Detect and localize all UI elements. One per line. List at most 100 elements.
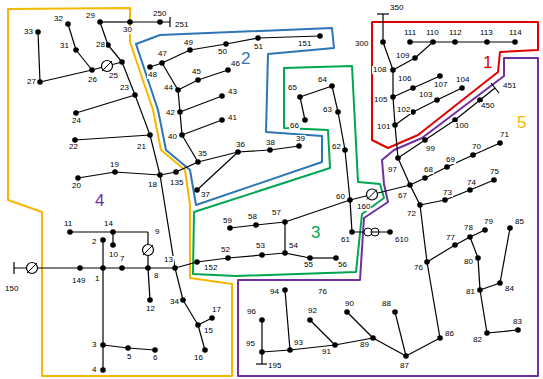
bus-number: 109 bbox=[395, 52, 410, 60]
bus-dot bbox=[417, 202, 423, 208]
bus-number: 103 bbox=[418, 91, 433, 99]
bus-number: 12 bbox=[145, 305, 156, 313]
bus-dot bbox=[147, 297, 153, 303]
bus-dot bbox=[110, 229, 116, 235]
bus-number: 149 bbox=[71, 277, 86, 285]
bus-number: 64 bbox=[317, 76, 328, 84]
bus-dot bbox=[347, 197, 353, 203]
bus-dot bbox=[105, 42, 111, 48]
feeder-line bbox=[420, 200, 445, 205]
feeder-line bbox=[395, 312, 406, 356]
bus-dot bbox=[407, 182, 413, 188]
bus-dot bbox=[344, 309, 350, 315]
bus-dot bbox=[437, 335, 443, 341]
bus-number: 135 bbox=[169, 179, 184, 187]
bus-number: 100 bbox=[454, 122, 469, 130]
bus-dot bbox=[515, 327, 521, 333]
bus-number: 70 bbox=[471, 143, 482, 151]
bus-dot bbox=[329, 83, 335, 89]
bus-number: 88 bbox=[381, 300, 392, 308]
bus-number: 108 bbox=[372, 66, 387, 74]
feeder-line bbox=[500, 228, 510, 283]
feeder-line bbox=[347, 312, 373, 338]
feeder-line bbox=[238, 150, 270, 152]
bus-number: 29 bbox=[85, 12, 96, 20]
feeder-line bbox=[480, 88, 495, 100]
bus-dot bbox=[475, 255, 481, 261]
bus-dot bbox=[342, 147, 348, 153]
bus-number: 79 bbox=[483, 218, 494, 226]
bus-dot bbox=[437, 73, 443, 79]
bus-number: 5 bbox=[126, 353, 132, 361]
bus-dot bbox=[172, 265, 178, 271]
bus-dot bbox=[223, 41, 229, 47]
bus-dot bbox=[179, 132, 185, 138]
bus-dot bbox=[195, 159, 201, 165]
bus-number: 76 bbox=[317, 288, 328, 296]
feeder-line bbox=[13, 262, 14, 274]
bus-number: 105 bbox=[373, 96, 388, 104]
feeder-line bbox=[491, 83, 499, 93]
bus-dot bbox=[442, 197, 448, 203]
bus-dot bbox=[173, 169, 179, 175]
bus-dot bbox=[195, 77, 201, 83]
bus-dot bbox=[180, 297, 186, 303]
bus-number: 59 bbox=[222, 217, 233, 225]
bus-dot bbox=[194, 259, 200, 265]
feeder-line bbox=[425, 120, 455, 140]
regulator-symbol bbox=[143, 245, 154, 256]
bus-number: 73 bbox=[442, 189, 453, 197]
feeder-line bbox=[183, 300, 198, 325]
bus-number: 111 bbox=[403, 29, 417, 37]
feeder-line bbox=[128, 348, 155, 350]
bus-dot bbox=[430, 39, 436, 45]
bus-number: 50 bbox=[217, 48, 228, 56]
bus-number: 48 bbox=[147, 71, 158, 79]
bus-number: 45 bbox=[191, 68, 202, 76]
bus-number: 94 bbox=[269, 288, 280, 296]
bus-number: 87 bbox=[399, 362, 410, 370]
bus-dot bbox=[72, 137, 78, 143]
bus-number: 52 bbox=[220, 246, 231, 254]
bus-number: 102 bbox=[396, 106, 411, 114]
feeder-line bbox=[262, 253, 285, 255]
bus-dot bbox=[227, 225, 233, 231]
bus-dot bbox=[147, 64, 153, 70]
bus-dot bbox=[259, 317, 265, 323]
bus-dot bbox=[333, 255, 339, 261]
bus-dot bbox=[335, 109, 341, 115]
feeder-line bbox=[395, 125, 398, 158]
bus-number: 31 bbox=[59, 42, 70, 50]
bus-number: 250 bbox=[152, 10, 167, 18]
bus-dot bbox=[392, 122, 398, 128]
bus-dot bbox=[202, 347, 208, 353]
bus-dot bbox=[497, 280, 503, 286]
bus-dot bbox=[219, 93, 225, 99]
bus-number: 114 bbox=[508, 29, 523, 37]
bus-dot bbox=[177, 109, 183, 115]
feeder-line bbox=[258, 36, 320, 38]
feeder-line bbox=[285, 253, 310, 258]
bus-number: 99 bbox=[425, 145, 436, 153]
bus-number: 27 bbox=[26, 78, 37, 86]
bus-number: 49 bbox=[183, 39, 194, 47]
bus-number: 25 bbox=[108, 72, 119, 80]
bus-number: 84 bbox=[504, 285, 515, 293]
feeder-line bbox=[393, 88, 413, 97]
bus-number: 4 bbox=[91, 366, 97, 374]
bus-number: 82 bbox=[472, 336, 483, 344]
bus-number: 66 bbox=[289, 122, 300, 130]
feeder-line bbox=[178, 90, 180, 112]
bus-dot bbox=[317, 33, 323, 39]
bus-dot bbox=[195, 322, 201, 328]
bus-number: 75 bbox=[489, 168, 500, 176]
bus-dot bbox=[152, 347, 158, 353]
bus-dot bbox=[470, 152, 476, 158]
feeder-line bbox=[130, 21, 170, 22]
bus-dot bbox=[157, 172, 163, 178]
bus-dot bbox=[297, 94, 303, 100]
bus-number: 34 bbox=[169, 298, 180, 306]
bus-number: 13 bbox=[163, 256, 174, 264]
bus-dot bbox=[100, 237, 106, 243]
bus-dot bbox=[412, 55, 418, 61]
